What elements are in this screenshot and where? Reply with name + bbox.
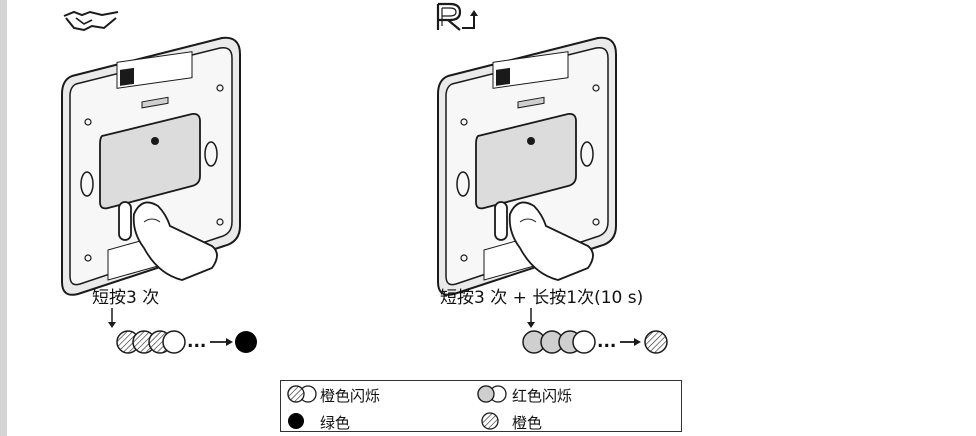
left-divider-bar [0,0,7,436]
right-caption: 短按3 次 + 长按1次(10 s) [440,288,644,308]
legend-label-red-blink: 红色闪烁 [512,387,573,405]
led-off [572,330,596,354]
legend-box [280,380,682,432]
legend-label-orange-blink: 橙色闪烁 [320,387,381,405]
legend-symbol-red-blink [477,385,507,403]
device-illustration-right [437,36,617,296]
left-caption: 短按3 次 [92,288,160,308]
legend-label-orange: 橙色 [512,414,543,432]
legend-symbol-orange [481,412,499,430]
sequence-ellipsis-left: ... [187,332,207,352]
reset-R-arrow-icon [436,2,478,31]
led-sequence-left [116,330,186,354]
led-off [162,330,186,354]
sequence-ellipsis-right: ... [597,332,617,352]
led-green [235,331,257,353]
device-illustration-left [61,36,241,296]
led-orange [644,330,668,354]
legend-symbol-orange-blink [287,385,317,403]
legend-label-green: 绿色 [320,414,351,432]
handshake-pair-icon [63,10,119,32]
led-sequence-right [522,330,596,354]
legend-symbol-green [288,413,304,429]
